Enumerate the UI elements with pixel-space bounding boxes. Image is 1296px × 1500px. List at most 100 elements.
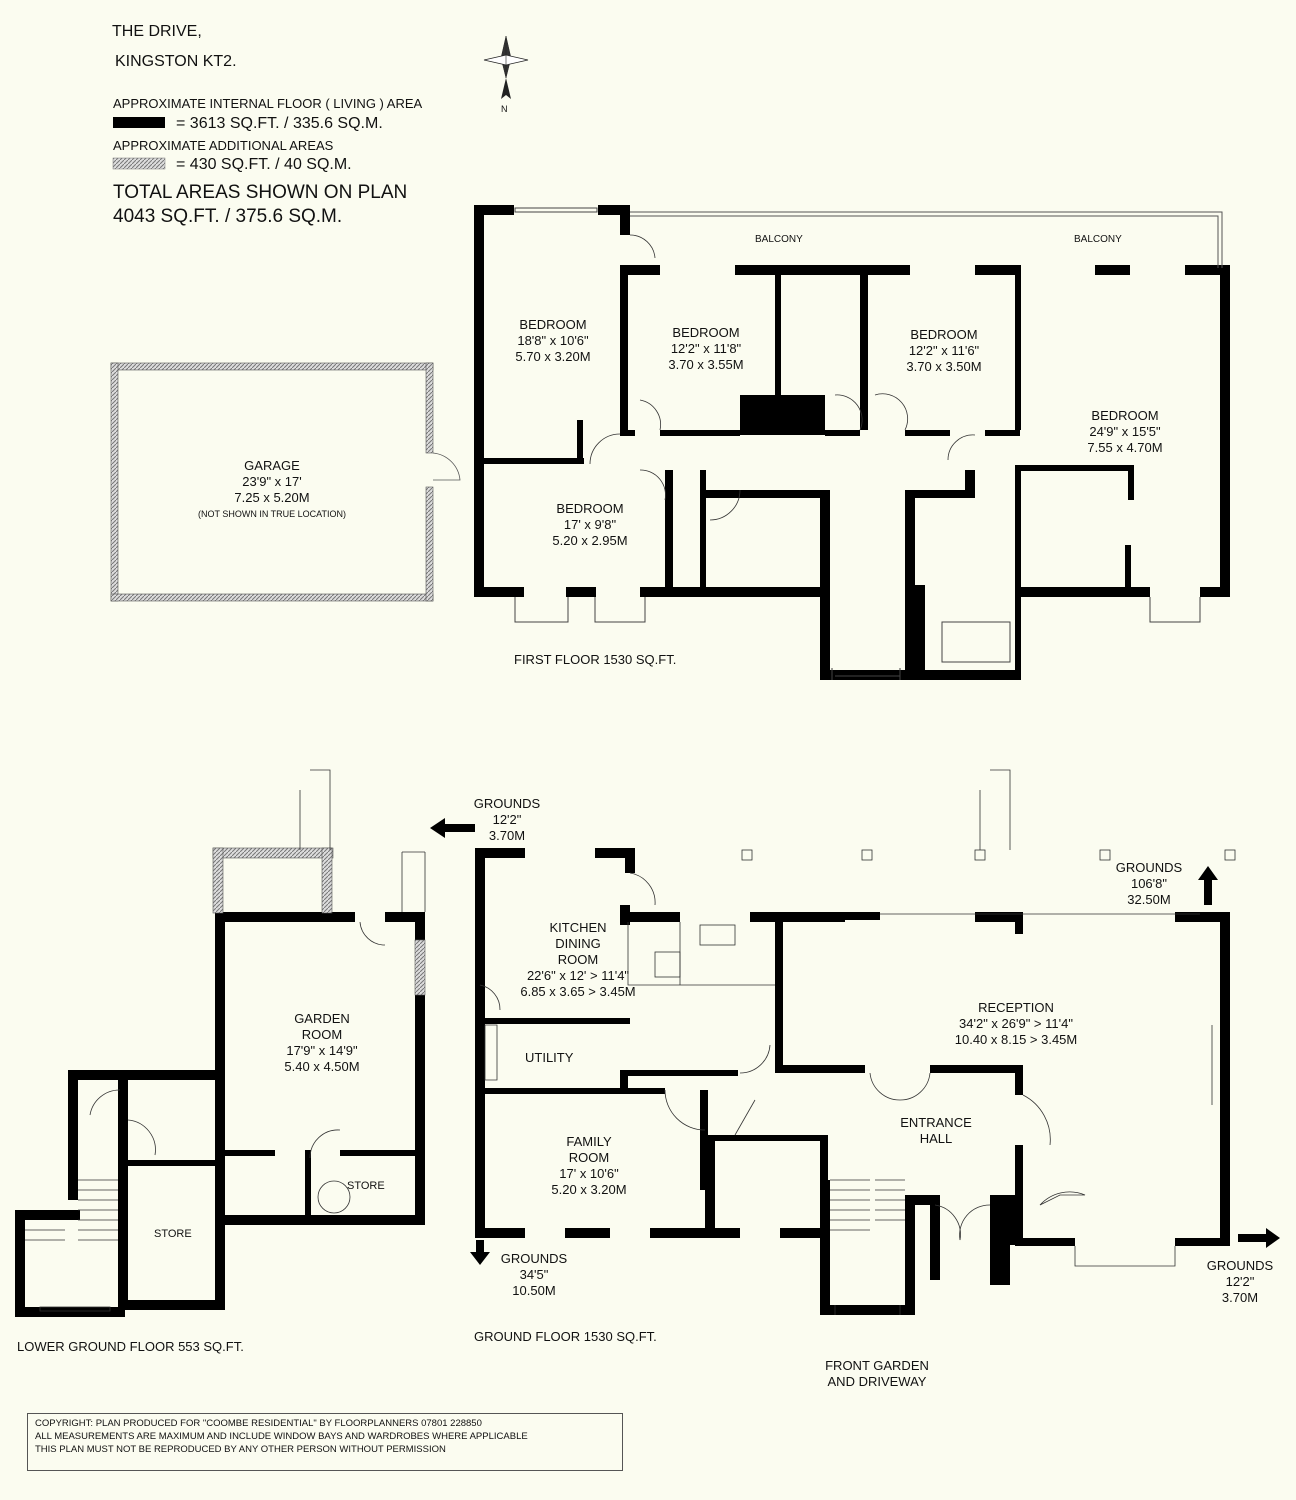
garden-room-name2: ROOM	[301, 1027, 343, 1042]
grounds-ne-name: GROUNDS	[1115, 860, 1183, 875]
ground-floor-caption: GROUND FLOOR 1530 SQ.FT.	[474, 1329, 657, 1344]
bedroom3-imperial: 12'2" x 11'6"	[908, 343, 980, 358]
bedroom4-name: BEDROOM	[1091, 408, 1159, 423]
kitchen-imperial: 22'6" x 12' > 11'4"	[526, 968, 630, 983]
additional-area-value: = 430 SQ.FT. / 40 SQ.M.	[176, 156, 352, 173]
grounds-se-label: GROUNDS 12'2" 3.70M	[1207, 1258, 1273, 1306]
bedroom2-metric: 3.70 x 3.55M	[668, 357, 744, 372]
garage-imperial: 23'9" x 17'	[242, 474, 302, 489]
compass-rose-icon	[483, 35, 529, 99]
kitchen-label: KITCHEN DINING ROOM 22'6" x 12' > 11'4" …	[520, 920, 635, 1000]
garage-name: GARAGE	[244, 458, 300, 473]
grounds-sw-metric: 10.50M	[512, 1283, 556, 1298]
first-floor-caption: FIRST FLOOR 1530 SQ.FT.	[514, 652, 677, 667]
compass-north-label: N	[501, 104, 508, 114]
internal-area-label: APPROXIMATE INTERNAL FLOOR ( LIVING ) AR…	[113, 96, 423, 111]
living-area-swatch	[113, 117, 165, 128]
bedroom5-name: BEDROOM	[556, 501, 624, 516]
additional-area-swatch	[112, 157, 166, 170]
entrance-hall-label: ENTRANCE HALL	[900, 1115, 972, 1147]
garden-room-metric: 5.40 x 4.50M	[284, 1059, 360, 1074]
grounds-se-imperial: 12'2"	[1225, 1274, 1255, 1289]
bedroom4-metric: 7.55 x 4.70M	[1087, 440, 1163, 455]
store1-label: STORE	[347, 1180, 385, 1192]
balcony-left-label: BALCONY	[755, 234, 803, 245]
lower-ground-hatched	[212, 847, 426, 996]
additional-area-label: APPROXIMATE ADDITIONAL AREAS	[113, 138, 334, 153]
garage-metric: 7.25 x 5.20M	[234, 490, 310, 505]
bedroom5-metric: 5.20 x 2.95M	[552, 533, 628, 548]
bedroom3-name: BEDROOM	[910, 327, 978, 342]
reception-name: RECEPTION	[978, 1000, 1054, 1015]
kitchen-name3: ROOM	[557, 952, 599, 967]
front-garden-label: FRONT GARDEN AND DRIVEWAY	[825, 1358, 929, 1390]
reception-imperial: 34'2" x 26'9" > 11'4"	[959, 1016, 1073, 1031]
reception-label: RECEPTION 34'2" x 26'9" > 11'4" 10.40 x …	[955, 1000, 1078, 1048]
lower-ground-walls	[15, 912, 425, 1317]
family-metric: 5.20 x 3.20M	[551, 1182, 627, 1197]
bedroom5-imperial: 17' x 9'8"	[563, 517, 617, 532]
grounds-nw-imperial: 12'2"	[492, 812, 522, 827]
internal-area-value: = 3613 SQ.FT. / 335.6 SQ.M.	[176, 115, 383, 132]
bedroom1-name: BEDROOM	[519, 317, 587, 332]
first-floor-bays	[514, 207, 1201, 680]
family-name1: FAMILY	[566, 1134, 612, 1149]
grounds-ne-metric: 32.50M	[1127, 892, 1171, 907]
bedroom5-label: BEDROOM 17' x 9'8" 5.20 x 2.95M	[552, 501, 627, 549]
bedroom3-metric: 3.70 x 3.50M	[906, 359, 982, 374]
lower-ground-caption: LOWER GROUND FLOOR 553 SQ.FT.	[17, 1339, 244, 1354]
bedroom1-metric: 5.70 x 3.20M	[515, 349, 591, 364]
bedroom2-name: BEDROOM	[672, 325, 740, 340]
bedroom2-label: BEDROOM 12'2" x 11'8" 3.70 x 3.55M	[668, 325, 743, 373]
bedroom2-imperial: 12'2" x 11'8"	[670, 341, 742, 356]
grounds-nw-metric: 3.70M	[488, 828, 526, 843]
grounds-nw-name: GROUNDS	[473, 796, 541, 811]
bedroom1-label: BEDROOM 18'8" x 10'6" 5.70 x 3.20M	[515, 317, 590, 365]
bedroom4-imperial: 24'9" x 15'5"	[1089, 424, 1161, 439]
entrance-name1: ENTRANCE	[900, 1115, 972, 1130]
front-garden-line2: AND DRIVEWAY	[827, 1374, 927, 1389]
front-garden-line1: FRONT GARDEN	[825, 1358, 929, 1373]
total-label: TOTAL AREAS SHOWN ON PLAN	[113, 182, 408, 203]
store2-label: STORE	[154, 1228, 192, 1240]
family-room-label: FAMILY ROOM 17' x 10'6" 5.20 x 3.20M	[551, 1134, 626, 1198]
lower-ground-doors	[25, 769, 426, 1312]
entrance-name2: HALL	[919, 1131, 953, 1146]
ground-floor-walls	[475, 848, 1230, 1315]
garden-room-imperial: 17'9" x 14'9"	[286, 1043, 358, 1058]
grounds-se-name: GROUNDS	[1206, 1258, 1274, 1273]
first-floor-doors	[589, 234, 976, 521]
family-name2: ROOM	[568, 1150, 610, 1165]
bedroom3-label: BEDROOM 12'2" x 11'6" 3.70 x 3.50M	[906, 327, 981, 375]
kitchen-metric: 6.85 x 3.65 > 3.45M	[520, 984, 636, 999]
reception-metric: 10.40 x 8.15 > 3.45M	[954, 1032, 1078, 1047]
garage-label: GARAGE 23'9" x 17' 7.25 x 5.20M (NOT SHO…	[198, 458, 346, 522]
bedroom4-label: BEDROOM 24'9" x 15'5" 7.55 x 4.70M	[1087, 408, 1162, 456]
address-line2: KINGSTON KT2.	[115, 53, 237, 70]
garden-room-label: GARDEN ROOM 17'9" x 14'9" 5.40 x 4.50M	[284, 1011, 359, 1075]
copyright-box: COPYRIGHT: PLAN PRODUCED FOR "COOMBE RES…	[27, 1413, 623, 1471]
first-floor-walls	[474, 205, 1230, 680]
bedroom1-imperial: 18'8" x 10'6"	[517, 333, 589, 348]
copyright-line2: ALL MEASUREMENTS ARE MAXIMUM AND INCLUDE…	[35, 1431, 528, 1442]
family-imperial: 17' x 10'6"	[559, 1166, 619, 1181]
copyright-line3: THIS PLAN MUST NOT BE REPRODUCED BY ANY …	[35, 1444, 446, 1455]
grounds-sw-imperial: 34'5"	[519, 1267, 549, 1282]
copyright-line1: COPYRIGHT: PLAN PRODUCED FOR "COOMBE RES…	[35, 1418, 482, 1429]
garage-door-swing	[432, 452, 461, 481]
ground-floor-doors	[479, 769, 1236, 1315]
grounds-se-metric: 3.70M	[1221, 1290, 1259, 1305]
grounds-ne-imperial: 106'8"	[1130, 876, 1168, 891]
grounds-nw-label: GROUNDS 12'2" 3.70M	[474, 796, 540, 844]
balcony-rail	[630, 211, 1223, 268]
utility-label: UTILITY	[525, 1050, 574, 1065]
grounds-ne-label: GROUNDS 106'8" 32.50M	[1116, 860, 1182, 908]
garage-note: (NOT SHOWN IN TRUE LOCATION)	[197, 509, 347, 519]
garage-outline	[110, 362, 434, 602]
total-value: 4043 SQ.FT. / 375.6 SQ.M.	[113, 206, 343, 227]
balcony-right-label: BALCONY	[1074, 234, 1122, 245]
kitchen-name2: DINING	[555, 936, 601, 951]
grounds-sw-name: GROUNDS	[500, 1251, 568, 1266]
kitchen-name1: KITCHEN	[549, 920, 607, 935]
